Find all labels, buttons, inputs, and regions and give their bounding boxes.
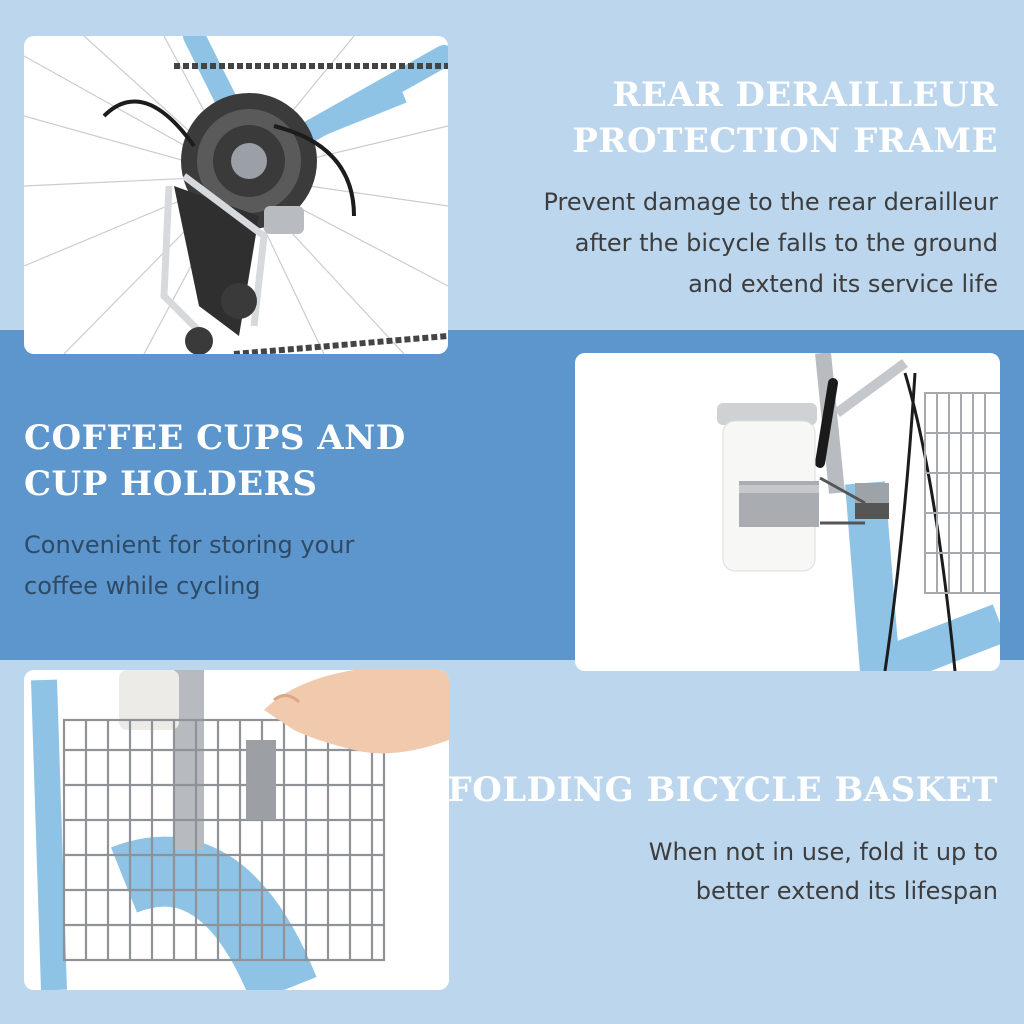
feature-2-description-line-1: Convenient for storing your	[24, 531, 355, 559]
feature-2-heading-line-1: COFFEE CUPS AND	[24, 418, 406, 458]
feature-3-description-line-1: When not in use, fold it up to	[648, 838, 998, 866]
feature-3-description-line-2: better extend its lifespan	[695, 877, 998, 905]
feature-1-description-line-3: and extend its service life	[688, 270, 998, 298]
feature-1-description-line-1: Prevent damage to the rear derailleur	[543, 188, 999, 216]
feature-2-heading-line-2: CUP HOLDERS	[24, 464, 318, 504]
cup-holder-photo	[575, 353, 1000, 671]
basket-photo	[24, 670, 449, 990]
feature-1-heading-line-1: REAR DERAILLEUR	[612, 75, 998, 115]
feature-3-heading: FOLDING BICYCLE BASKET	[447, 770, 998, 810]
feature-2-description-line-2: coffee while cycling	[24, 572, 261, 600]
derailleur-photo	[24, 36, 448, 354]
feature-1-heading-line-2: PROTECTION FRAME	[572, 121, 998, 161]
feature-1-description-line-2: after the bicycle falls to the ground	[574, 229, 998, 257]
